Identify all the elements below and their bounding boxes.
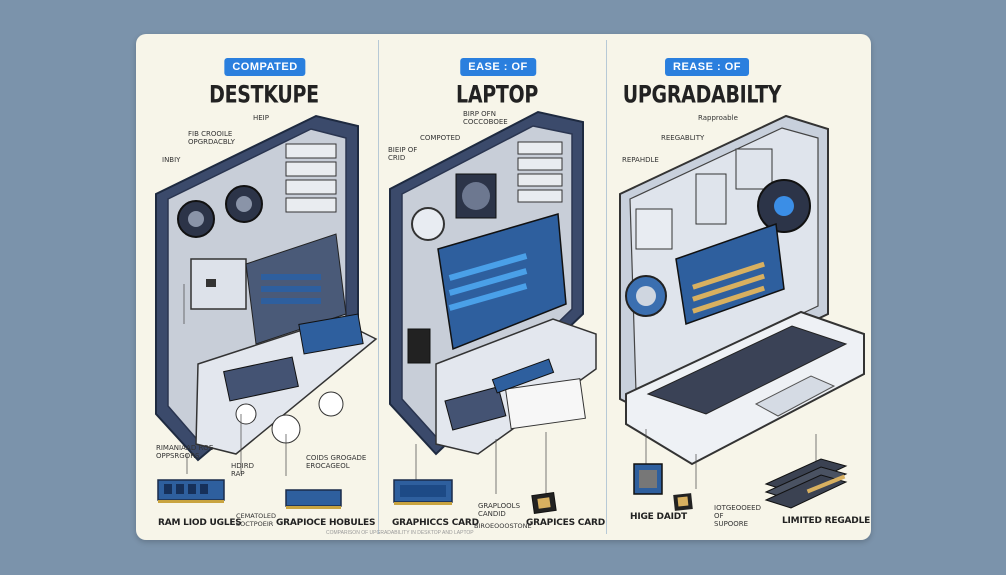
component-caption: HIGE DAIDT bbox=[630, 512, 687, 522]
callout-label: BIROEOOOSTONE bbox=[474, 522, 532, 530]
callout-label: REPAHDLE bbox=[622, 156, 659, 164]
callout-label: HDIRD RAP bbox=[231, 462, 254, 478]
keyboard-icon bbox=[646, 325, 848, 415]
callout-label: BIEIP OF CRID bbox=[388, 146, 418, 162]
footer-text: COMPARISON OF UPGRADABILITY IN DESKTOP A… bbox=[326, 530, 474, 536]
component-caption: GRAPHICCS CARD bbox=[392, 518, 479, 528]
component-caption: GRAPICES CARD bbox=[526, 518, 605, 528]
graphics-module-icon bbox=[285, 489, 342, 507]
desktop-panel: COMPATED DESTKUPE bbox=[136, 34, 378, 540]
callout-label: RIMANIAAD ROE OPPSRGORS bbox=[156, 444, 214, 460]
panel-badge: REASE : OF bbox=[665, 58, 749, 76]
callout-label: GRAPLOOLS CANDID bbox=[478, 502, 521, 518]
desktop-tower-illustration bbox=[155, 114, 378, 509]
callout-label: INBIY bbox=[162, 156, 181, 164]
component-caption: RAM LIOD UGLES bbox=[158, 518, 242, 528]
laptop-chassis-illustration bbox=[389, 110, 597, 515]
laptop-panel: EASE : OF LAPTOP bbox=[378, 34, 606, 540]
panel-badge: COMPATED bbox=[224, 58, 306, 76]
panel-title: UPGRADABILTY bbox=[622, 81, 782, 109]
callout-label: COMPOTED bbox=[420, 134, 461, 142]
panel-divider bbox=[378, 40, 379, 534]
trackpad-icon bbox=[754, 375, 836, 417]
heatsink-icon bbox=[764, 458, 848, 509]
callout-label: FIB CROOILE OPGRDACBLY bbox=[188, 130, 235, 146]
callout-label: Rapproable bbox=[698, 114, 738, 122]
callout-label: REEGABLITY bbox=[661, 134, 705, 142]
panel-badge: EASE : OF bbox=[460, 58, 536, 76]
callout-label: COIDS GROGADE EROCAGEOL bbox=[306, 454, 367, 470]
laptop-illustration bbox=[619, 114, 865, 511]
panel-title: LAPTOP bbox=[456, 81, 538, 109]
callout-label: IOTGEOOEED OF SUPOORE bbox=[714, 504, 761, 528]
panel-divider bbox=[606, 40, 607, 534]
component-caption: CEMATOLED SOCTPOEIR bbox=[236, 512, 277, 528]
callout-label: BIRP OFN COCCOBOEE bbox=[463, 110, 508, 126]
upgradability-panel: REASE : OF UPGRADABILTY bbox=[606, 34, 871, 540]
panel-title: DESTKUPE bbox=[209, 81, 319, 109]
component-caption: LIMITED REGADLE bbox=[782, 516, 871, 526]
infographic-card: COMPATED DESTKUPE bbox=[136, 34, 871, 540]
callout-label: HEIP bbox=[253, 114, 269, 122]
component-caption: GRAPIOCE HOBULES bbox=[276, 518, 376, 528]
